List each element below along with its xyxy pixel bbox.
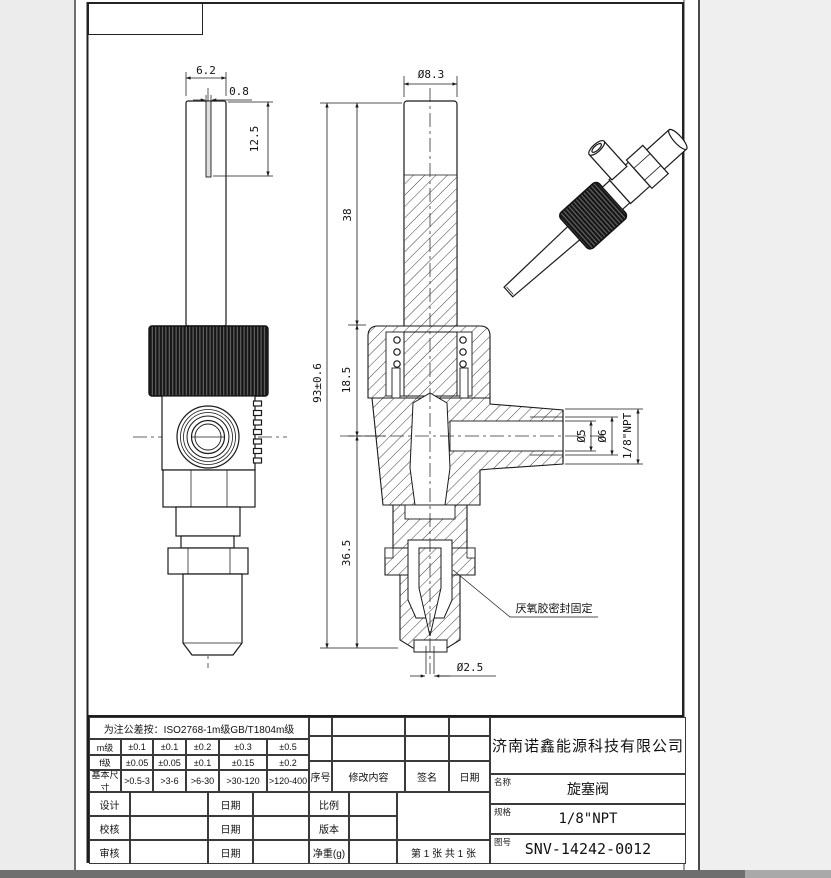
horizontal-scrollbar-track[interactable] [0,870,831,878]
revision-content-header: 修改内容 [332,761,405,792]
iso-top-port [588,139,628,181]
dim-bore: Ø5 [575,429,588,442]
date-label: 日期 [208,816,253,840]
audit-label: 审核 [89,840,130,864]
dim-stem-dia: Ø8.3 [418,68,445,81]
tolerance-cell: ±0.1 [121,739,153,755]
version-value-cell[interactable] [349,816,397,840]
date-label: 日期 [208,792,253,816]
dim-tip-hole: Ø2.5 [457,661,484,674]
scale-label: 比例 [309,792,349,816]
viewer-canvas-margin [700,0,831,870]
sheet-count: 第 1 张 共 1 张 [397,840,490,864]
title-block: 为注公差按：ISO2768-1m级GB/T1804m级 m级 ±0.1 ±0.1… [87,715,686,864]
tolerance-size-label: 基本尺寸 [89,770,121,792]
dim-slot-depth: 12.5 [248,126,261,153]
tolerance-f-label: f级 [89,755,121,770]
drawing-no-label: 图号 [494,837,512,847]
tolerance-cell: ±0.05 [153,755,186,770]
page-left-edge [74,0,76,870]
drawing-no-value: SNV-14242-0012 [524,840,652,858]
tolerance-cell: >0.5-3 [121,770,153,792]
dim-thread: 1/8"NPT [621,412,634,459]
tolerance-cell: >3-6 [153,770,186,792]
spec-label: 规格 [494,807,512,817]
net-weight-value-cell[interactable] [349,840,397,864]
revision-cell[interactable] [309,736,332,761]
dim-upper-body: 18.5 [340,367,353,394]
tolerance-m-label: m级 [89,739,121,755]
tolerance-cell: ±0.3 [219,739,267,755]
revision-cell[interactable] [449,717,490,736]
tolerance-cell: ±0.1 [186,755,219,770]
tolerance-cell: ±0.1 [153,739,186,755]
audit-date-cell[interactable] [253,840,309,864]
audit-signature-cell[interactable] [130,840,208,864]
viewer-right-divider [698,0,700,870]
revision-seq-header: 序号 [309,761,332,792]
frame-corner-box [88,3,203,35]
design-signature-cell[interactable] [130,792,208,816]
check-signature-cell[interactable] [130,816,208,840]
dim-overall-length: 93±0.6 [311,363,324,403]
horizontal-scrollbar-thumb[interactable] [745,870,831,878]
knurl-side-marks [252,400,263,464]
meta-merged-cell[interactable] [397,792,490,840]
front-port-circles [176,405,240,469]
check-label: 校核 [89,816,130,840]
tolerance-cell: ±0.05 [121,755,153,770]
tolerance-cell: >6-30 [186,770,219,792]
tolerance-cell: ±0.15 [219,755,267,770]
dim-counterbore: Ø6 [596,429,609,442]
tolerance-note: 为注公差按：ISO2768-1m级GB/T1804m级 [89,717,309,739]
front-view: 6.2 0.8 12.5 [133,64,287,668]
section-view-dimensions: Ø8.3 38 18.5 36.5 93±0.6 Ø5 [311,68,643,678]
check-date-cell[interactable] [253,816,309,840]
section-view: Ø8.3 38 18.5 36.5 93±0.6 Ø5 [311,68,643,678]
revision-cell[interactable] [405,717,449,736]
tolerance-cell: >120-400 [267,770,309,792]
packing-springs [391,336,469,399]
dim-stem-width: 6.2 [196,64,216,77]
part-name-value: 旋塞阀 [567,781,609,797]
knurled-knob [148,325,269,397]
dim-stem-length: 38 [341,208,354,221]
spec-value: 1/8"NPT [558,811,618,827]
design-label: 设计 [89,792,130,816]
version-label: 版本 [309,816,349,840]
design-date-cell[interactable] [253,792,309,816]
date-label: 日期 [208,840,253,864]
revision-cell[interactable] [309,717,332,736]
page-margin-strip [685,0,698,870]
company-name: 济南诺鑫能源科技有限公司 [490,717,686,774]
drawing-no-cell: 图号 SNV-14242-0012 [490,834,686,864]
isometric-view [503,128,688,298]
revision-cell[interactable] [332,717,405,736]
front-view-dimensions: 6.2 0.8 12.5 [185,64,273,177]
spec-cell: 规格 1/8"NPT [490,804,686,834]
dim-lower-body: 36.5 [340,540,353,567]
tolerance-cell: ±0.5 [267,739,309,755]
revision-cell[interactable] [449,736,490,761]
revision-signature-header: 签名 [405,761,449,792]
revision-date-header: 日期 [449,761,490,792]
part-name-label: 名称 [494,777,512,787]
tolerance-cell: >30-120 [219,770,267,792]
tolerance-cell: ±0.2 [267,755,309,770]
annotation-seal: 厌氧胶密封固定 [516,601,593,615]
revision-cell[interactable] [332,736,405,761]
part-name-cell: 名称 旋塞阀 [490,774,686,804]
revision-cell[interactable] [405,736,449,761]
net-weight-label: 净重(g) [309,840,349,864]
dim-slot-width: 0.8 [229,85,249,98]
scale-value-cell[interactable] [349,792,397,816]
tolerance-cell: ±0.2 [186,739,219,755]
